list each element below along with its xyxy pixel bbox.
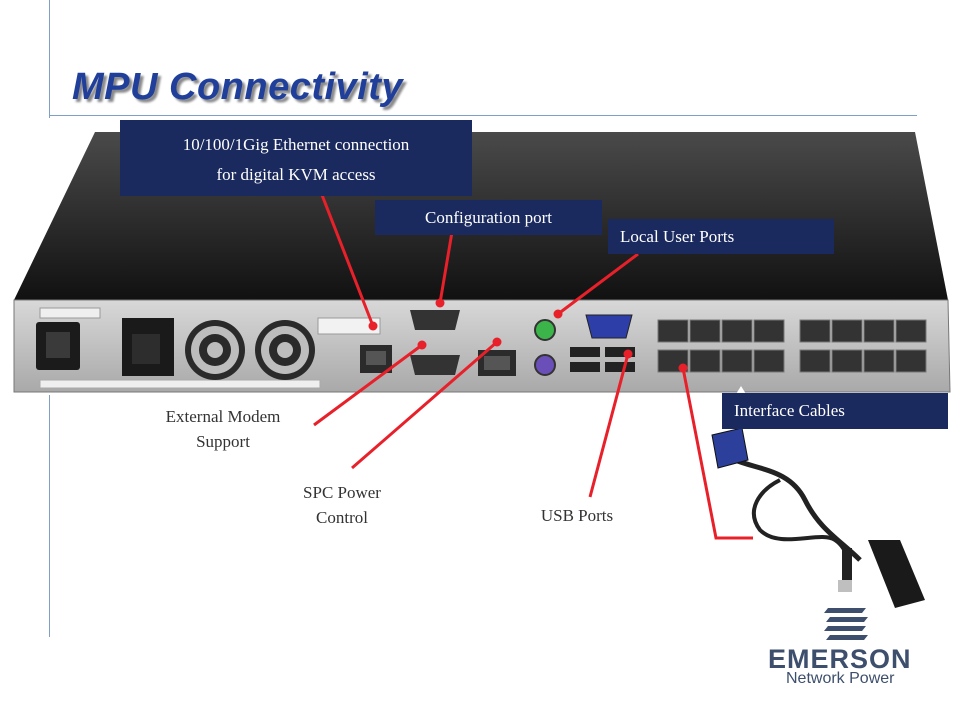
fan-right xyxy=(255,320,315,380)
frame-line-vertical-bottom xyxy=(49,395,50,637)
usb-ports-label: USB Ports xyxy=(540,506,614,525)
configuration-port-callout: Configuration port xyxy=(375,200,602,235)
leader-endpoints xyxy=(368,298,688,373)
slide-title: MPU Connectivity xyxy=(72,66,404,108)
leader-lines xyxy=(313,194,753,540)
emerson-logo-icon xyxy=(824,608,868,640)
spc-power-label-line1: SPC Power xyxy=(303,483,381,502)
spc-power-label-line2: Control xyxy=(316,508,368,527)
vga-port xyxy=(585,314,633,339)
external-modem-label-line1: External Modem xyxy=(165,407,281,426)
fan-left xyxy=(185,320,245,380)
configuration-port xyxy=(410,310,460,330)
ps2-mouse-port xyxy=(534,354,556,376)
spc-power-label: SPC Power Control xyxy=(262,480,422,530)
usb-port-2 xyxy=(605,347,635,357)
usb-port-4 xyxy=(605,362,635,372)
external-modem-label-line2: Support xyxy=(196,432,250,451)
interface-cables-callout: Interface Cables xyxy=(722,393,948,429)
ethernet-callout: 10/100/1Gig Ethernet connection for digi… xyxy=(120,120,472,196)
local-user-ports-callout: Local User Ports xyxy=(608,219,834,254)
ps2-keyboard-port xyxy=(534,319,556,341)
frame-line-horizontal xyxy=(49,115,917,116)
usb-port-3 xyxy=(570,362,600,372)
frame-line-vertical-top xyxy=(49,0,50,118)
interface-cable-image xyxy=(711,427,925,608)
ethernet-callout-line2: for digital KVM access xyxy=(216,165,376,184)
brand-tagline: Network Power xyxy=(786,670,895,687)
modem-port xyxy=(410,355,460,375)
external-modem-label: External Modem Support xyxy=(132,404,314,454)
ethernet-callout-line1: 10/100/1Gig Ethernet connection xyxy=(182,135,410,154)
brand-name: EMERSON xyxy=(768,644,912,674)
usb-port-1 xyxy=(570,347,600,357)
